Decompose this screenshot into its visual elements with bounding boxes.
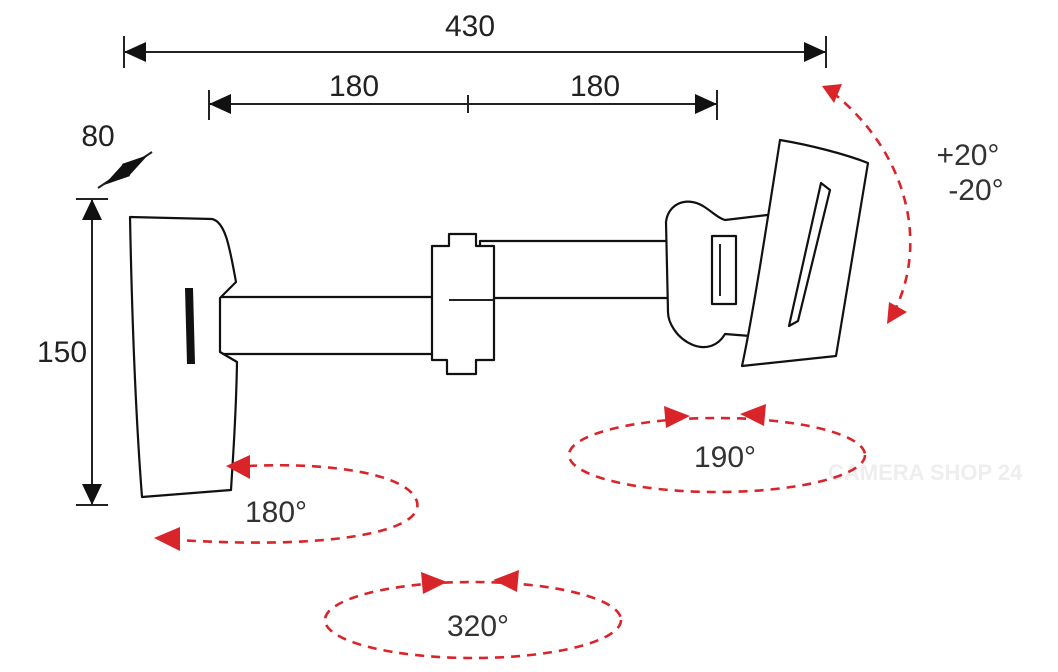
depth-label: 80 [81,120,114,153]
wall-swivel-indicator: 180° [154,455,419,551]
arrowhead-down-icon [82,484,102,505]
red-arrowhead-icon [493,570,519,592]
red-arrowhead-icon [887,302,907,324]
arm-swivel-indicator: 320° [323,570,623,660]
tilt-down-label: -20° [948,174,1003,207]
arrowhead-icon [104,163,130,185]
arm-left [216,295,452,356]
red-arrowhead-icon [154,527,180,551]
wall-swivel-label: 180° [245,496,307,529]
tilt-indicator: +20° -20° [822,84,1004,324]
arm-left-length-label: 180 [329,70,379,103]
tilt-up-label: +20° [937,139,1000,172]
wall-mount [128,138,870,499]
dimension-height: 150 [37,198,108,506]
arrowhead-icon [122,155,148,177]
arrowhead-up-icon [82,199,102,220]
watermark: CAMERA SHOP 24 [828,460,1023,485]
tilt-hinge [710,234,738,306]
dimension-arm-lengths: 180 180 [208,70,718,120]
red-arrowhead-icon [664,406,690,428]
dimension-total-width: 430 [123,10,827,68]
total-width-label: 430 [445,10,495,43]
height-label: 150 [37,336,87,369]
red-arrowhead-icon [822,84,842,103]
arrowhead-right-icon [695,94,717,114]
arm-right [478,239,680,300]
arrowhead-left-icon [209,94,231,114]
red-arrowhead-icon [421,572,447,594]
vesa-slot [787,181,832,328]
head-swivel-label: 190° [694,441,756,474]
arm-right-length-label: 180 [570,70,620,103]
wall-plate-slot [185,288,195,364]
arm-swivel-label: 320° [447,610,509,643]
head-swivel-indicator: 190° [567,404,867,494]
elbow-joint [430,232,496,376]
arrowhead-right-icon [804,42,826,62]
dimension-depth: 80 [81,120,153,189]
red-arrowhead-icon [740,404,766,426]
arrowhead-left-icon [124,42,146,62]
red-arrowhead-icon [226,455,250,479]
wall-plate [128,215,239,499]
